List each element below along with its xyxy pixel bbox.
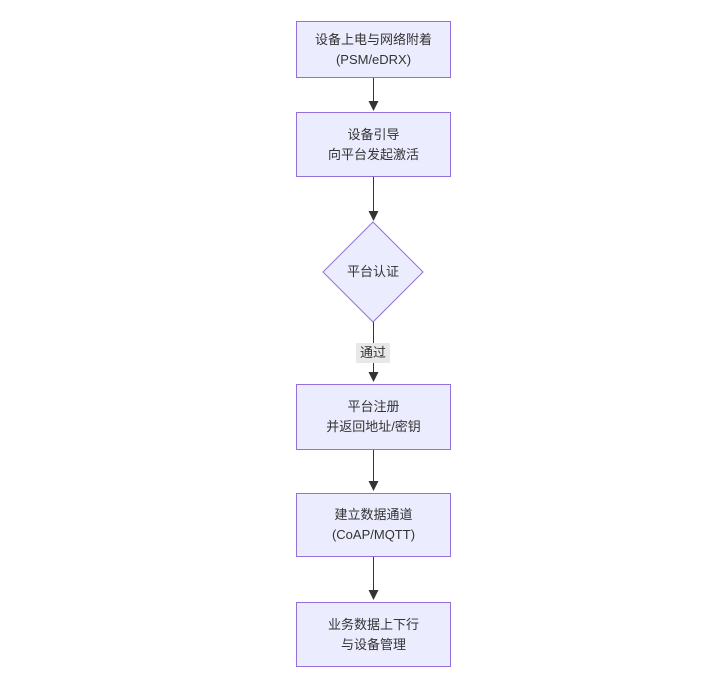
node-label-line: 平台认证	[346, 264, 399, 279]
node-label-line: 并返回地址/密钥	[326, 419, 421, 434]
node-platform-auth-decision: 平台认证	[323, 262, 423, 282]
node-data-channel: 建立数据通道 (CoAP/MQTT)	[296, 493, 451, 557]
node-label-line: 设备引导	[347, 126, 400, 142]
arrowhead-icon	[368, 372, 379, 382]
node-label-line: 业务数据上下行	[327, 616, 419, 632]
arrowhead-icon	[368, 211, 379, 221]
node-label-line: (PSM/eDRX)	[335, 51, 412, 67]
node-label-line: (CoAP/MQTT)	[331, 527, 416, 542]
arrowhead-icon	[368, 590, 379, 600]
edge-register-channel	[368, 450, 379, 491]
node-label-line: 向平台发起激活	[327, 146, 419, 162]
arrowhead-icon	[368, 481, 379, 491]
node-label-line: 平台注册	[347, 399, 400, 414]
node-label-line: 与设备管理	[340, 636, 406, 652]
node-label-line: 设备上电与网络附着	[314, 31, 432, 47]
node-power-network-attach: 设备上电与网络附着 (PSM/eDRX)	[296, 21, 451, 78]
edge-bootstrap-auth	[368, 177, 379, 221]
node-platform-register: 平台注册 并返回地址/密钥	[296, 384, 451, 450]
edge-label-pass: 通过	[355, 343, 391, 363]
edge-channel-business	[368, 557, 379, 600]
node-device-bootstrap: 设备引导 向平台发起激活	[296, 112, 451, 177]
arrowhead-icon	[368, 101, 379, 111]
edge-attach-bootstrap	[368, 78, 379, 111]
node-label-line: 建立数据通道	[334, 507, 413, 522]
node-business-data: 业务数据上下行 与设备管理	[296, 602, 451, 667]
